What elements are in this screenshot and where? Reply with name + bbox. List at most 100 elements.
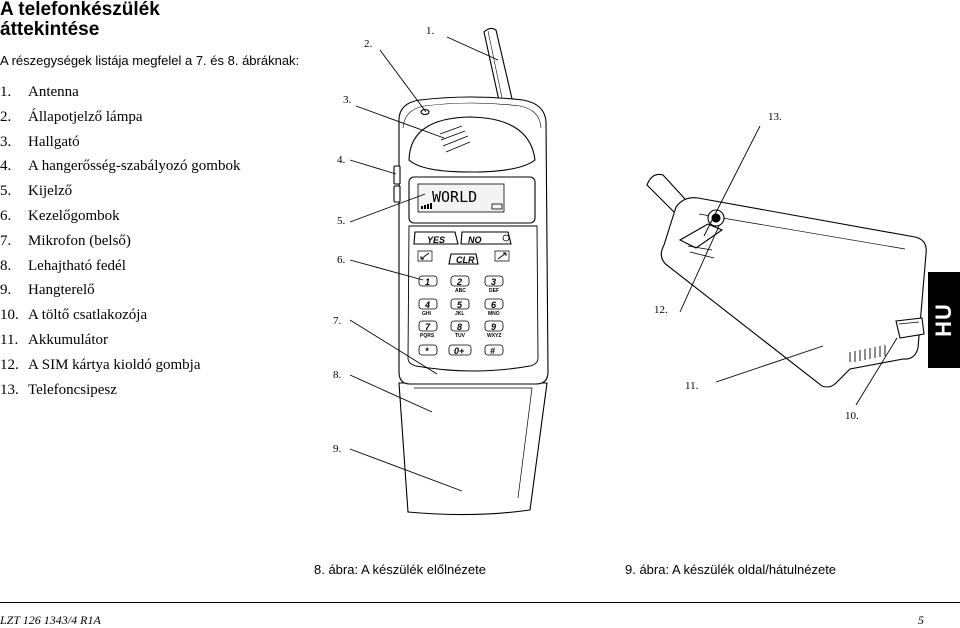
callout-labels: 1. 2. 3. 4. 5. 6. 7. 8. 9. 10. 11. 12. 1…	[333, 25, 859, 455]
document-number: LZT 126 1343/4 R1A	[0, 613, 101, 627]
parts-item-number: 3.	[0, 133, 12, 150]
flip-cover-shape	[398, 382, 548, 516]
key-6-label: 6	[491, 300, 497, 310]
side-body-shape	[660, 197, 927, 388]
key-4	[418, 298, 438, 310]
parts-item-number: 8.	[0, 257, 12, 274]
parts-list: 1.Antenna 2.Állapotjelző lámpa 3.Hallgat…	[0, 82, 240, 404]
volume-button-up	[393, 165, 401, 185]
parts-list-item: 10. A töltő csatlakozója	[0, 305, 240, 330]
key-6	[484, 298, 504, 310]
parts-list-item: 5.Kijelző	[0, 181, 240, 206]
parts-item-label: A töltő csatlakozója	[28, 307, 148, 324]
key-6-letters: MNO	[488, 311, 500, 317]
key-3-label: 3	[491, 277, 496, 287]
parts-list-item: 12. A SIM kártya kioldó gombja	[0, 355, 240, 380]
side-grille	[849, 345, 886, 362]
battery-level-icon	[491, 203, 503, 210]
side-view-leader-lines	[679, 125, 898, 406]
leader-line-9	[349, 448, 463, 492]
earpiece-dome	[408, 116, 536, 173]
yes-key-label: YES	[427, 235, 445, 245]
parts-list-item: 1. Antenna	[0, 82, 240, 107]
parts-list-item: 13.Telefoncsipesz	[0, 380, 240, 405]
key-2-label: 2	[456, 277, 462, 287]
charger-connector-slot	[898, 321, 920, 325]
leader-line-5	[349, 193, 426, 223]
key-0-label: 0+	[454, 346, 465, 356]
leader-line-2	[379, 49, 427, 113]
leader-line-10	[855, 337, 898, 406]
key-9	[484, 320, 504, 332]
key-8-letters: TUV	[455, 333, 466, 339]
callout-7: 7.	[333, 315, 342, 327]
volume-button-down	[393, 185, 401, 203]
page-title-line-2: áttekintése	[0, 19, 100, 40]
parts-item-number: 6.	[0, 207, 12, 224]
keypad-panel	[407, 225, 539, 372]
parts-item-number: 12.	[0, 356, 19, 373]
flip-cover-inner-edge	[414, 387, 533, 499]
language-tab: HU	[928, 272, 960, 368]
charger-connector-shape	[895, 317, 925, 339]
key-5-label: 5	[457, 300, 463, 310]
parts-item-number: 13.	[0, 381, 19, 398]
parts-item-label: A SIM kártya kioldó gombja	[28, 356, 201, 373]
key-0	[448, 344, 472, 356]
key-7-label: 7	[425, 322, 431, 332]
callout-2: 2.	[364, 38, 373, 50]
key-7	[418, 320, 438, 332]
callout-4: 4.	[337, 154, 346, 166]
parts-item-number: 11.	[0, 331, 19, 348]
parts-list-item: 8. Lehajtható fedél	[0, 256, 240, 281]
callout-1: 1.	[426, 25, 435, 37]
leader-line-6	[349, 259, 424, 281]
earpiece-grille	[439, 125, 471, 153]
parts-item-label: Antenna	[28, 84, 79, 100]
parts-item-label: Állapotjelző lámpa	[28, 108, 143, 125]
key-1	[418, 275, 438, 287]
callout-12: 12.	[654, 304, 668, 316]
key-9-label: 9	[491, 322, 496, 332]
parts-list-item: 11. Akkumulátor	[0, 330, 240, 355]
front-view-drawing: WORLD YES NO CLR 1 2 ABC 3 DEF 4 GHI	[393, 27, 549, 516]
arrow-left-icon	[420, 252, 430, 260]
power-icon	[502, 234, 510, 242]
callout-13: 13.	[768, 111, 782, 123]
parts-item-label: Lehajtható fedél	[28, 257, 126, 274]
belt-clip-shape	[678, 223, 724, 249]
key-hash	[484, 344, 504, 356]
display-screen	[417, 183, 505, 213]
display-text: WORLD	[432, 188, 477, 206]
body-top-contour	[402, 102, 542, 129]
parts-item-number: 10.	[0, 307, 19, 324]
callout-6: 6.	[337, 254, 346, 266]
leader-line-12	[679, 225, 720, 313]
parts-item-label: Akkumulátor	[28, 331, 108, 348]
key-7-letters: PQRS	[420, 333, 435, 339]
parts-item-number: 2.	[0, 108, 12, 125]
arrow-right-icon	[497, 252, 507, 260]
parts-item-label: A hangerősség-szabályozó gombok	[28, 158, 241, 175]
key-3	[484, 275, 504, 287]
key-5	[450, 298, 470, 310]
parts-list-item: 7.Mikrofon (belső)	[0, 231, 240, 256]
no-key-label: NO	[468, 235, 482, 245]
parts-list-item: 4.A hangerősség-szabályozó gombok	[0, 156, 240, 181]
callout-8: 8.	[333, 369, 342, 381]
key-8	[450, 320, 470, 332]
callout-9: 9.	[333, 443, 342, 455]
leader-line-13	[703, 125, 761, 237]
key-hash-label: #	[490, 346, 495, 356]
leader-line-8	[349, 374, 433, 413]
leader-line-11	[715, 345, 824, 383]
key-5-letters: JKL	[455, 311, 464, 317]
signal-bars-icon	[421, 203, 432, 209]
parts-list-item: 6.Kezelőgombok	[0, 206, 240, 231]
clr-key	[448, 253, 479, 265]
callout-10: 10.	[845, 410, 859, 422]
front-view-leader-lines	[349, 36, 499, 492]
parts-item-number: 1.	[0, 84, 12, 100]
page-number: 5	[918, 613, 924, 627]
